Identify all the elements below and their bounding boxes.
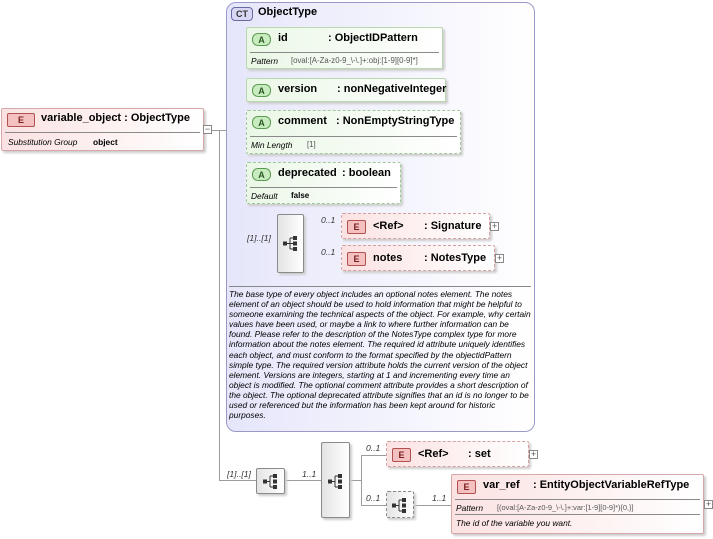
root-prop-label: Substitution Group <box>8 137 78 147</box>
root-prop-value: object <box>93 137 118 147</box>
attribute-type: : nonNegativeInteger <box>337 83 447 95</box>
attribute-name: version <box>278 83 318 95</box>
element-prop-value: [(oval:[A-Za-z0-9_\-\.]+:var:[1-9][0-9]*… <box>497 503 634 512</box>
element-icon: E <box>457 480 476 494</box>
attribute-prop-label: Min Length <box>251 140 293 150</box>
attribute-icon: A <box>252 168 271 181</box>
attribute-prop-value: [oval:[A-Za-z0-9_\-\.]+:obj:[1-9][0-9]*] <box>291 56 418 65</box>
element-icon: E <box>347 252 366 266</box>
attribute-prop-label: Pattern <box>251 56 279 66</box>
attribute-separator <box>250 187 397 188</box>
element-name: <Ref> <box>418 448 449 460</box>
element-type: : EntityObjectVariableRefType <box>533 479 690 491</box>
trunk-to-outer-seq <box>219 480 256 481</box>
attribute-version[interactable]: A version : nonNegativeInteger <box>246 78 446 102</box>
element-notes[interactable]: E notes : NotesType <box>341 245 495 271</box>
complex-type-title: ObjectType <box>258 6 318 18</box>
notes-cardinality: 0..1 <box>321 247 336 257</box>
complex-type-documentation: The base type of every object includes a… <box>229 286 531 429</box>
attribute-prop-value: [1] <box>307 140 316 149</box>
complex-type-icon: CT <box>231 7 253 21</box>
outer-seq-out <box>285 480 321 481</box>
inner-sequence-compositor[interactable] <box>277 214 304 273</box>
root-collapse-icon[interactable]: − <box>203 124 212 134</box>
element-name: var_ref <box>483 479 520 491</box>
sequence-icon <box>328 474 342 489</box>
element-icon: E <box>392 448 411 462</box>
optional-sequence-cardinality: 0..1 <box>366 493 381 503</box>
attribute-prop-value: false <box>291 191 310 200</box>
expand-signature-icon[interactable]: + <box>490 221 499 231</box>
inner-sequence-cardinality: [1]..[1] <box>247 233 271 243</box>
attribute-separator <box>250 52 439 53</box>
outer-branch-set <box>361 455 387 456</box>
ref-signature-cardinality: 0..1 <box>321 215 336 225</box>
root-connector <box>212 130 220 131</box>
set-cardinality: 0..1 <box>366 443 381 453</box>
root-separator <box>5 132 200 133</box>
opt-to-varref <box>414 505 452 506</box>
root-element-box[interactable]: E variable_object : ObjectType Substitut… <box>1 108 204 151</box>
attribute-type: : boolean <box>342 167 391 179</box>
element-name: notes <box>373 252 403 264</box>
sequence-icon <box>263 474 277 489</box>
element-icon: E <box>7 113 35 127</box>
attribute-type: : NonEmptyStringType <box>336 115 455 127</box>
element-var-ref[interactable]: E var_ref : EntityObjectVariableRefType … <box>451 474 704 534</box>
element-type: : NotesType <box>424 252 487 264</box>
expand-var-ref-icon[interactable]: + <box>704 499 713 509</box>
root-element-name: variable_object : ObjectType <box>41 112 190 124</box>
attribute-comment[interactable]: A comment : NonEmptyStringType Min Lengt… <box>246 110 461 154</box>
element-name: <Ref> <box>373 220 404 232</box>
expand-set-icon[interactable]: + <box>529 449 538 459</box>
element-ref-signature[interactable]: E <Ref> : Signature <box>341 213 490 239</box>
outer-branch-opt <box>361 505 387 506</box>
attribute-id[interactable]: A id : ObjectIDPattern Pattern [oval:[A-… <box>246 27 443 69</box>
element-type: : set <box>468 448 491 460</box>
attribute-icon: A <box>252 33 271 46</box>
outer-choice-out <box>350 480 362 481</box>
element-doc-separator <box>455 514 700 515</box>
element-prop-label: Pattern <box>456 503 484 513</box>
outer-sequence-compositor[interactable] <box>256 468 285 494</box>
var-ref-cardinality: 1..1 <box>432 493 447 503</box>
expand-notes-icon[interactable]: + <box>495 253 504 263</box>
attribute-name: deprecated <box>278 167 337 179</box>
attribute-deprecated[interactable]: A deprecated : boolean Default false <box>246 162 401 204</box>
element-icon: E <box>347 220 366 234</box>
outer-connector-cardinality: 1..1 <box>302 469 317 479</box>
attribute-prop-label: Default <box>251 191 278 201</box>
outer-inner-sequence-compositor[interactable] <box>321 442 350 518</box>
element-separator <box>455 499 700 500</box>
attribute-name: id <box>278 32 288 44</box>
attribute-icon: A <box>252 116 271 129</box>
element-ref-set[interactable]: E <Ref> : set <box>386 441 529 467</box>
element-documentation: The id of the variable you want. <box>456 518 573 528</box>
attribute-type: : ObjectIDPattern <box>328 32 418 44</box>
trunk-line <box>219 130 220 480</box>
sequence-icon <box>392 498 406 513</box>
trunk-to-ct <box>219 130 227 131</box>
attribute-icon: A <box>252 84 271 97</box>
optional-sequence-compositor[interactable] <box>386 491 414 518</box>
attribute-separator <box>250 136 457 137</box>
sequence-icon <box>283 236 297 251</box>
element-type: : Signature <box>424 220 482 232</box>
attribute-name: comment <box>278 115 327 127</box>
outer-sequence-cardinality: [1]..[1] <box>227 469 251 479</box>
